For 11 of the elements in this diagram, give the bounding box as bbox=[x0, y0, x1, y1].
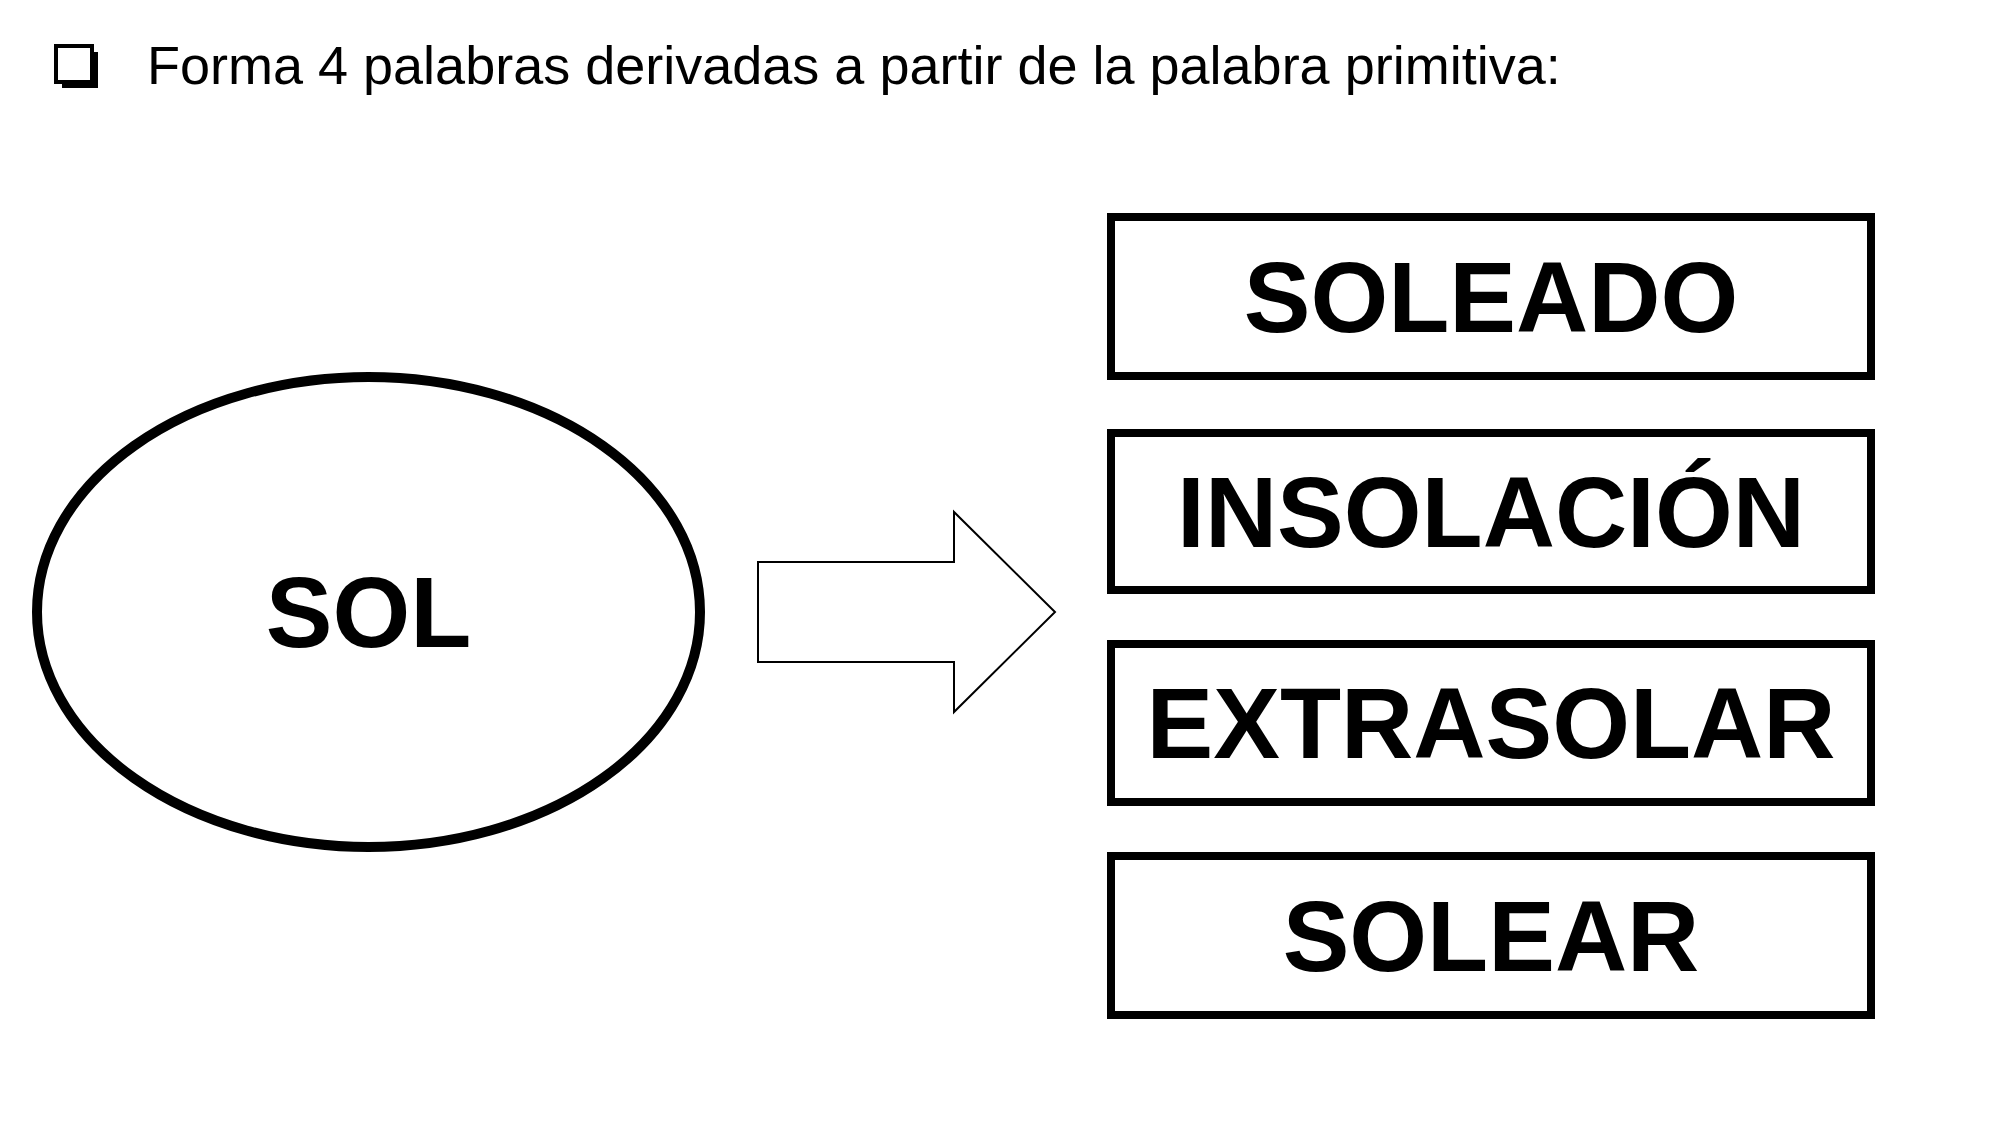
word-text: SOLEADO bbox=[1243, 246, 1739, 347]
word-text: SOLEAR bbox=[1282, 885, 1700, 986]
instruction-text: Forma 4 palabras derivadas a partir de la palabra primitiva: bbox=[147, 34, 1561, 96]
word-box bbox=[1107, 213, 1875, 380]
word-text: EXTRASOLAR bbox=[1146, 673, 1836, 773]
word-box bbox=[1107, 640, 1875, 806]
word-ellipse bbox=[32, 372, 705, 852]
block-arrow bbox=[757, 509, 1057, 715]
word-text: SOL bbox=[265, 562, 472, 662]
word-box bbox=[1107, 852, 1875, 1019]
word-box bbox=[1107, 429, 1875, 594]
